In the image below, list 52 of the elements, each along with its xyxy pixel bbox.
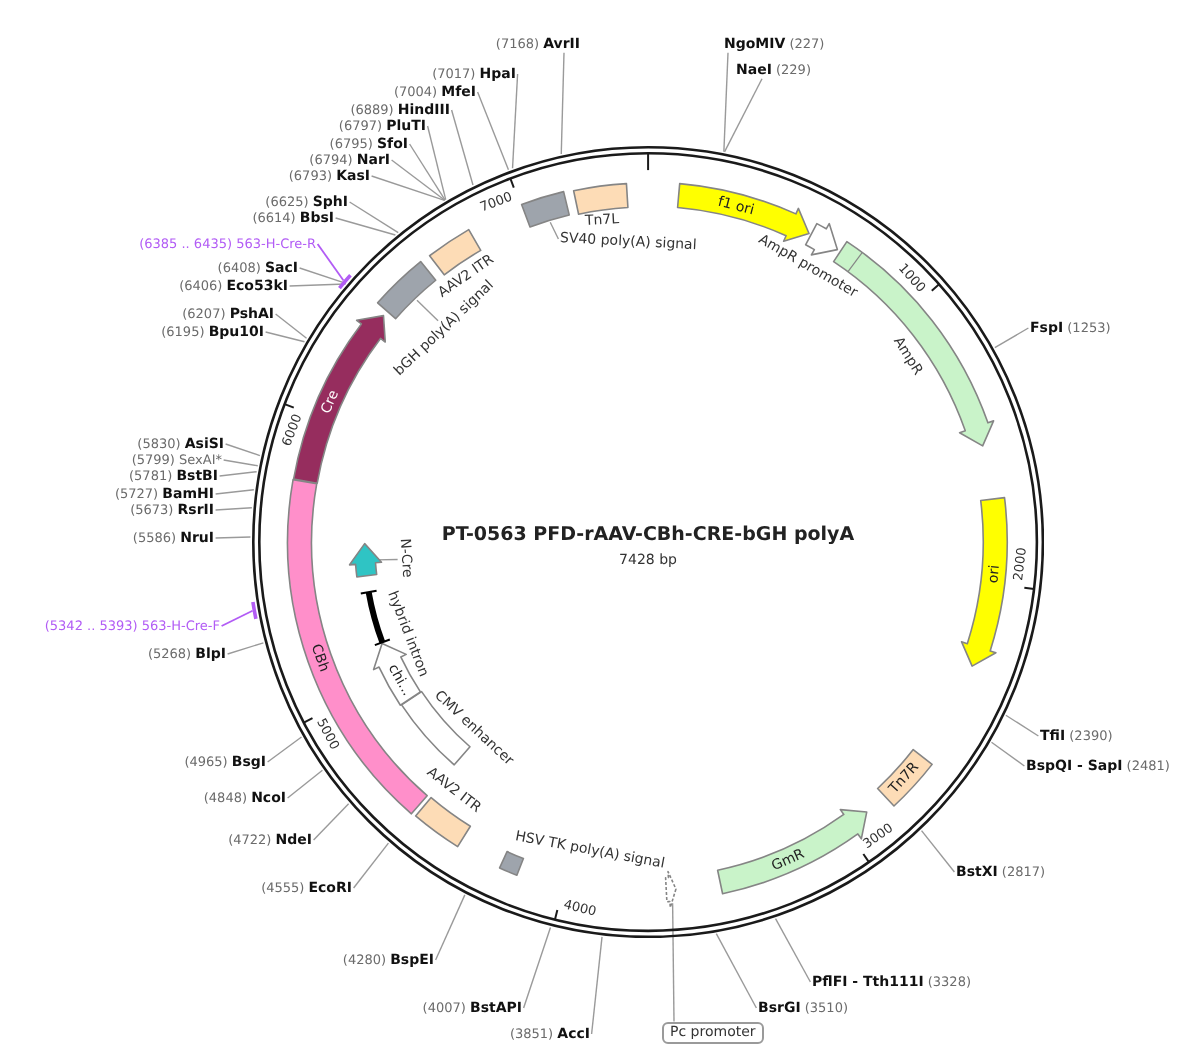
leader-line [590,936,603,1035]
feature-block [497,849,525,877]
leader-line [511,73,519,169]
leader-line [222,459,259,467]
map-feature [347,542,383,580]
feature-block [520,190,572,229]
leader-line [416,299,439,322]
leader-line [274,313,308,339]
leader-line [312,802,350,841]
leader-line [224,443,261,457]
leader-line [214,536,252,539]
leader-line [286,769,324,799]
feature-band [286,477,430,816]
plasmid-title: PT-0563 PFD-rAAV-CBh-CRE-bGH polyA [441,524,855,546]
leader-line [266,736,303,763]
leader-line [214,489,255,495]
leader-line [990,741,1026,767]
leader-line [723,52,729,153]
promoter-feature [664,869,679,909]
leader-line [522,926,552,1009]
leader-line [450,109,474,186]
leader-line [723,78,763,153]
map-feature [960,496,1010,669]
leader-line [348,201,399,234]
leader-line [298,267,347,285]
leader-line [218,471,258,477]
intron-bar [359,589,391,645]
leader-line [220,609,254,627]
feature-block [571,181,630,215]
leader-line [214,507,253,511]
leader-line [715,933,758,1009]
leader-line [994,327,1030,349]
leader-line [476,91,510,171]
leader-line [774,917,812,983]
promoter-feature [804,222,840,257]
leader-line [671,902,675,1023]
leader-line [370,175,446,202]
leader-line [408,143,446,201]
feature-block [875,747,934,807]
leader-line [549,221,560,240]
leader-line [426,125,447,201]
leader-line [288,283,347,287]
leader-line [560,52,565,155]
leader-line [434,894,466,961]
leader-line [226,642,265,655]
leader-line [264,331,306,343]
leader-line [390,159,446,201]
leader-line [920,829,956,873]
leader-line [316,243,345,282]
leader-line [352,842,390,889]
leader-line [334,217,397,236]
leader-line [1005,714,1040,737]
